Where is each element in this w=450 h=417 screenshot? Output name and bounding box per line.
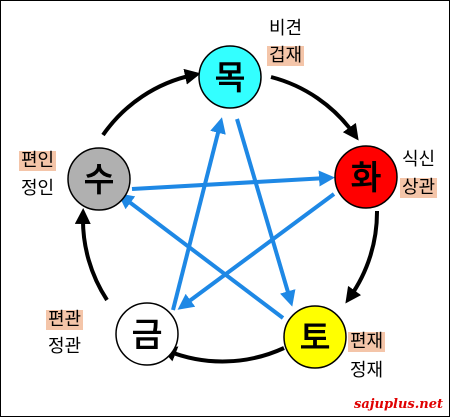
- node-earth-label: 토: [300, 318, 330, 357]
- arrow-fire-to-earth: [345, 210, 380, 304]
- arrow-wood-to-earth: [235, 118, 296, 307]
- metal-god-plain: 정관: [48, 336, 82, 357]
- water-god-highlight: 편인: [19, 150, 57, 171]
- node-water-circle: [67, 147, 131, 211]
- arrow-wood-to-fire: [270, 75, 359, 141]
- earth-god-highlight: 편재: [348, 331, 386, 352]
- arrow-metal-to-water: [74, 208, 109, 302]
- wood-god-plain: 비견: [269, 18, 303, 39]
- node-earth-circle: [283, 305, 347, 369]
- node-metal-label: 금: [132, 315, 162, 354]
- metal-god-highlight: 편관: [46, 309, 84, 330]
- earth-god-plain: 정재: [350, 360, 384, 381]
- node-fire: 화: [334, 145, 398, 209]
- arrow-earth-to-water: [117, 193, 285, 320]
- arrow-metal-to-wood: [171, 117, 226, 311]
- node-wood: 목: [198, 45, 262, 109]
- arrow-water-to-wood: [101, 68, 201, 137]
- controlling-star: [117, 117, 336, 320]
- arrow-fire-to-metal: [177, 192, 336, 310]
- node-fire-label: 화: [351, 158, 381, 197]
- arrow-earth-to-metal: [160, 346, 285, 364]
- node-fire-circle: [334, 145, 398, 209]
- fire-god-plain: 식신: [402, 149, 436, 170]
- node-water-label: 수: [84, 160, 114, 199]
- fire-god-highlight: 상관: [400, 177, 438, 198]
- generating-cycle: [74, 68, 380, 364]
- site-watermark: sajuplus.net: [354, 397, 443, 412]
- node-metal-circle: [115, 302, 179, 366]
- node-water: 수: [67, 147, 131, 211]
- node-wood-circle: [198, 45, 262, 109]
- arrow-water-to-fire: [131, 170, 335, 191]
- node-earth: 토: [283, 305, 347, 369]
- node-wood-label: 목: [215, 58, 245, 97]
- node-metal: 금: [115, 302, 179, 366]
- water-god-plain: 정인: [21, 178, 55, 199]
- wood-god-highlight: 겁재: [267, 45, 305, 66]
